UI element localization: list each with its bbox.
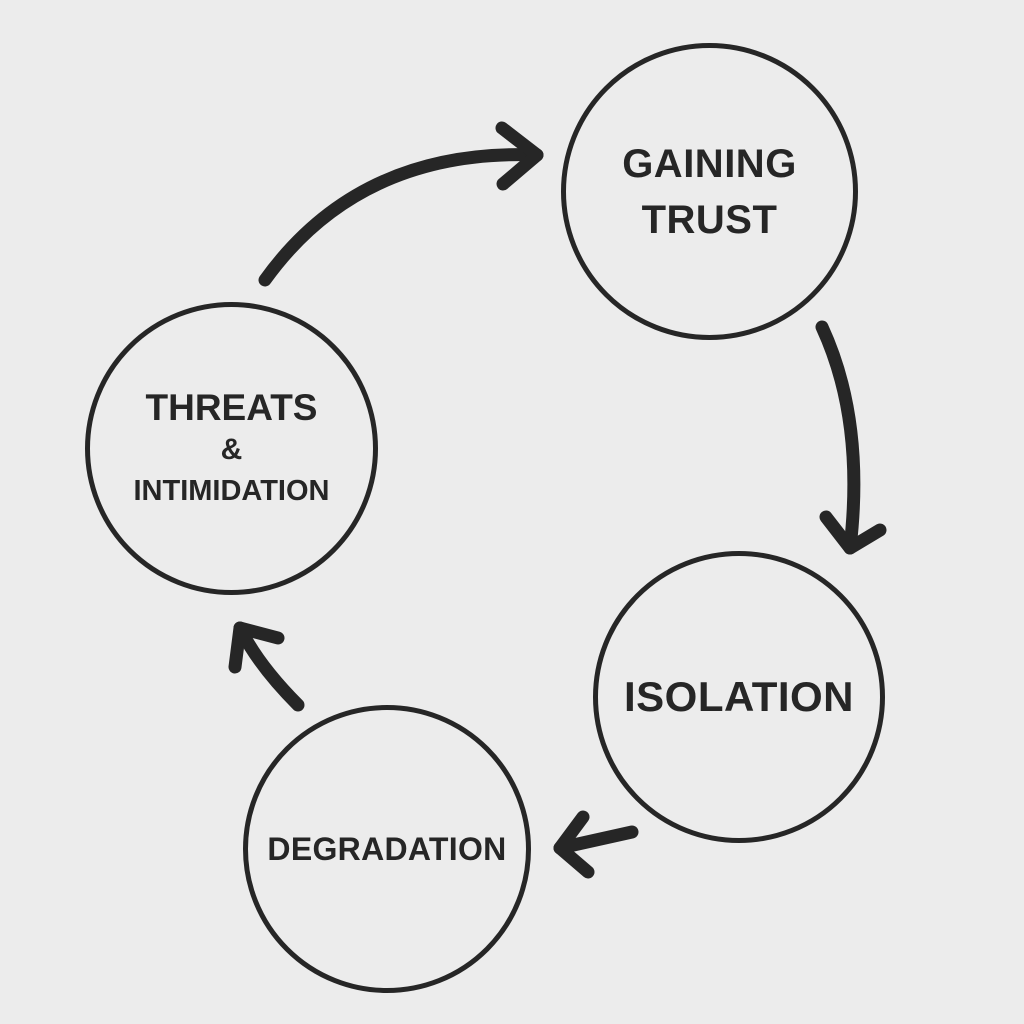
node-degradation: DEGRADATION: [243, 705, 531, 993]
node-threats-intimidation: THREATS & INTIMIDATION: [85, 302, 378, 595]
node-threats-line-1: THREATS: [145, 386, 318, 428]
arrow-threats-to-gaining-trust: [258, 121, 544, 287]
arrow-gaining-trust-to-isolation: [815, 320, 887, 555]
node-gaining-trust-line-1: GAINING: [622, 141, 797, 186]
node-isolation: ISOLATION: [593, 551, 885, 843]
node-threats-line-3: INTIMIDATION: [133, 474, 330, 507]
arrow-degradation-to-threats: [228, 621, 305, 712]
node-gaining-trust: GAINING TRUST: [561, 43, 858, 340]
arrow-isolation-to-degradation: [553, 810, 639, 879]
node-isolation-label: ISOLATION: [623, 673, 855, 720]
node-gaining-trust-line-2: TRUST: [641, 197, 778, 242]
node-degradation-label: DEGRADATION: [267, 830, 507, 867]
node-threats-line-2: &: [220, 432, 243, 466]
